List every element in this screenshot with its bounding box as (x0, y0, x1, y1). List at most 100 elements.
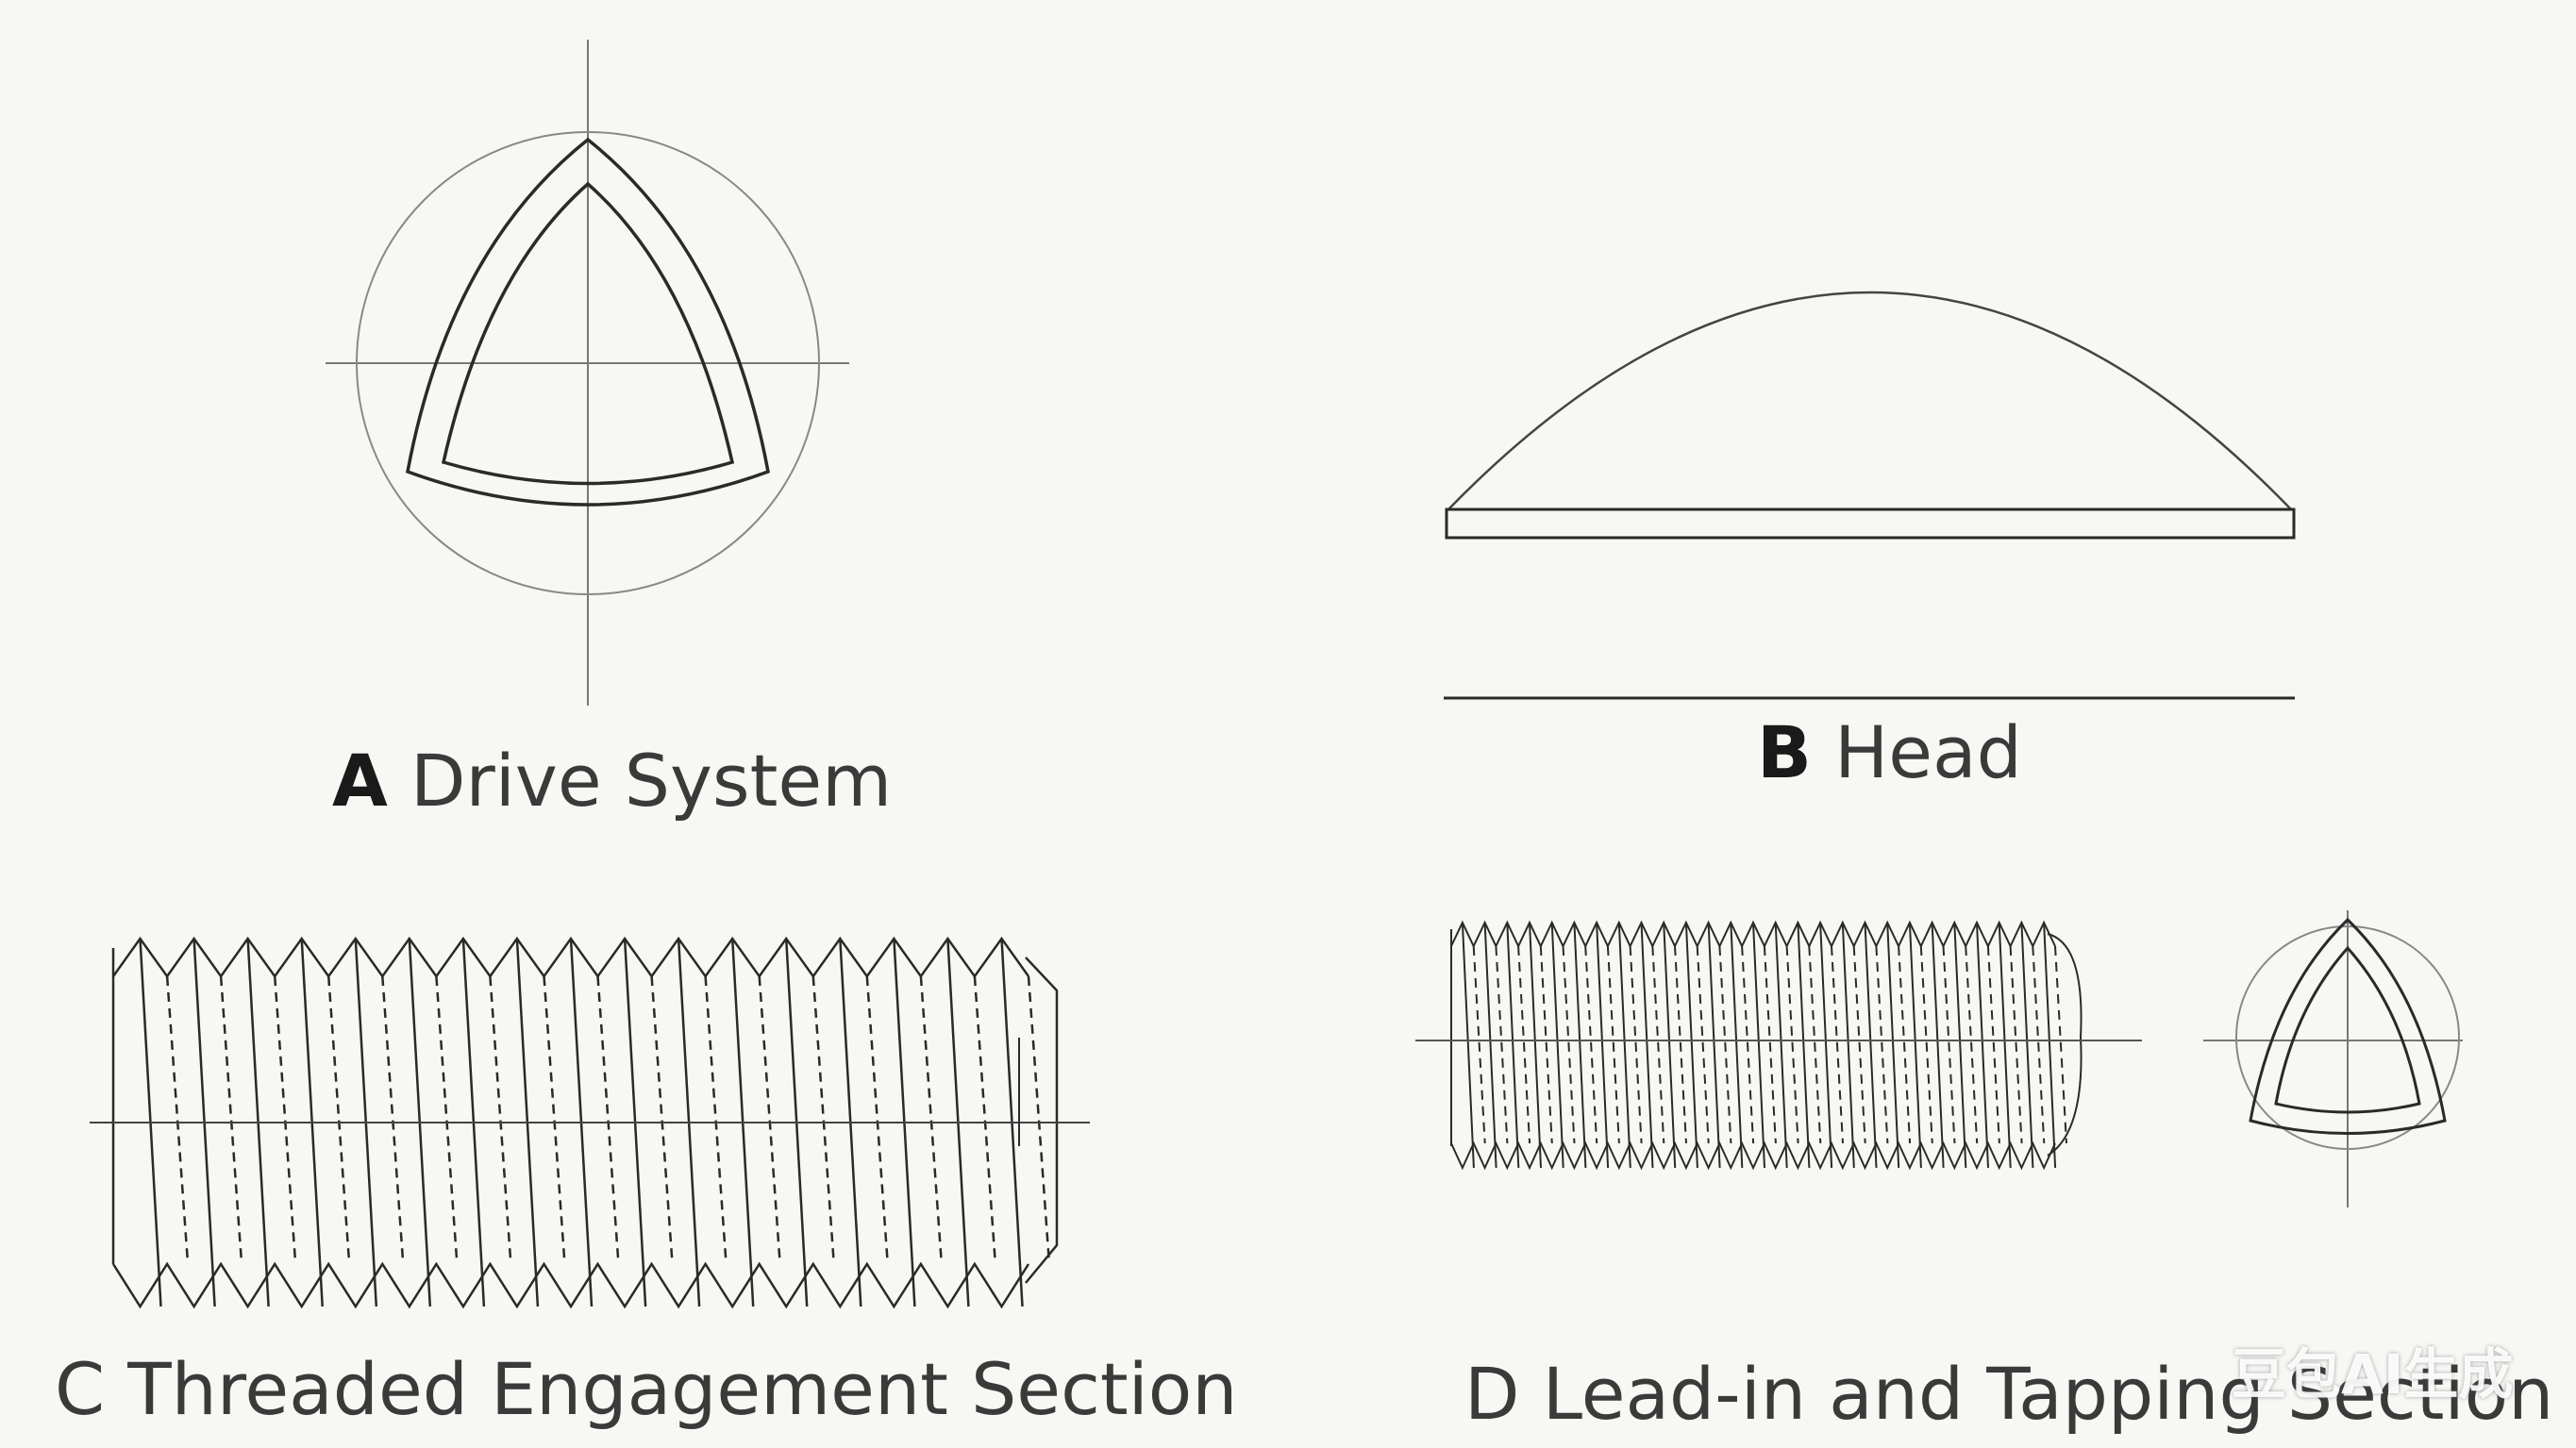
lead-in-crests-bottom (1450, 1140, 2056, 1171)
thread-flank-line (1663, 922, 1677, 1169)
thread-flank-line (1461, 922, 1475, 1169)
thread-root-dashed-line (489, 975, 512, 1265)
thread-flank-line (1841, 922, 1855, 1169)
panel-d-caption: Lead-in and Tapping Section (1542, 1352, 2554, 1436)
thread-root-dashed-line (596, 975, 620, 1265)
thread-root-dashed-line (1785, 945, 1799, 1144)
lead-in-flanks (1461, 922, 2067, 1169)
panel-c-caption: Threaded Engagement Section (127, 1347, 1238, 1431)
thread-flank-line (1684, 922, 1698, 1169)
thread-root-dashed-line (1495, 945, 1509, 1144)
thread-root-dashed-line (1718, 945, 1732, 1144)
thread-flank-line (1573, 922, 1587, 1169)
thread-root-dashed-line (1517, 945, 1531, 1144)
panel-c-label: C Threaded Engagement Section (55, 1354, 1237, 1425)
panel-c-letter: C (55, 1347, 106, 1431)
thread-flank-line (2020, 922, 2034, 1169)
thread-root-dashed-line (1831, 945, 1844, 1144)
drive-system-drawing (326, 40, 849, 706)
thread-root-dashed-line (1741, 945, 1755, 1144)
thread-root-dashed-line (650, 975, 674, 1265)
thread-root-dashed-line (2009, 945, 2023, 1144)
thread-flank-line (1550, 922, 1564, 1169)
thread-root-dashed-line (973, 975, 997, 1265)
thread-root-dashed-line (1629, 945, 1643, 1144)
lead-in-section-drawing (1415, 920, 2142, 1171)
end-view-triangle-outer (2249, 917, 2447, 1135)
thread-flank-line (1931, 922, 1945, 1169)
thread-root-dashed-line (435, 975, 459, 1265)
thread-flank-line (1640, 922, 1654, 1169)
thread-root-dashed-line (1562, 945, 1576, 1144)
thread-root-dashed-line (1763, 945, 1777, 1144)
thread-root-dashed-line (2032, 945, 2046, 1144)
thread-root-dashed-line (1539, 945, 1553, 1144)
thread-root-dashed-line (811, 975, 836, 1265)
thread-flank-line (1596, 922, 1610, 1169)
panel-a-letter: A (332, 739, 388, 823)
panel-b-label: B Head (1757, 717, 2022, 789)
thread-root-dashed-line (1965, 945, 1979, 1144)
thread-flank-line (1797, 922, 1811, 1169)
panel-d-letter: D (1464, 1352, 1520, 1436)
thread-flank-line (1864, 922, 1878, 1169)
thread-root-dashed-line (1808, 945, 1822, 1144)
end-view-triangle-inner (2274, 945, 2421, 1114)
thread-root-dashed-line (1472, 945, 1486, 1144)
thread-root-dashed-line (704, 975, 728, 1265)
thread-flank-line (1707, 922, 1721, 1169)
watermark: 豆包AI生成 (2232, 1342, 2514, 1406)
thread-flank-line (1908, 922, 1922, 1169)
thread-root-dashed-line (865, 975, 890, 1265)
thread-flank-line (1483, 922, 1497, 1169)
panel-b-letter: B (1757, 710, 1812, 794)
thread-root-dashed-line (1919, 945, 1933, 1144)
thread-root-dashed-line (2054, 945, 2067, 1144)
thread-crests-bottom (111, 1261, 1030, 1309)
thread-root-dashed-line (1942, 945, 1956, 1144)
thread-root-dashed-line (758, 975, 781, 1265)
thread-root-dashed-line (1696, 945, 1710, 1144)
thread-root-dashed-line (1875, 945, 1889, 1144)
thread-flank-line (1529, 922, 1542, 1169)
thread-flank-line (1774, 922, 1788, 1169)
thread-flank-line (1976, 922, 1989, 1169)
thread-flank-line (1953, 922, 1967, 1169)
thread-root-dashed-line (1606, 945, 1620, 1144)
drive-triangle-inner (441, 181, 735, 486)
threaded-section-drawing (90, 936, 1090, 1309)
head-flange (1445, 508, 2296, 540)
thread-root-dashed-line (381, 975, 405, 1265)
thread-root-dashed-line (219, 975, 243, 1265)
thread-flank-line (1752, 922, 1765, 1169)
thread-root-dashed-line (326, 975, 351, 1265)
panel-a-caption: Drive System (410, 739, 893, 823)
end-view-circle (2235, 925, 2460, 1150)
head-dome (1447, 291, 2292, 510)
drive-triangle-outer (406, 137, 770, 507)
thread-root-dashed-line (1674, 945, 1687, 1144)
panel-a-label: A Drive System (332, 745, 892, 817)
panel-d-label: D Lead-in and Tapping Section (1464, 1358, 2553, 1430)
thread-root-dashed-line (1651, 945, 1665, 1144)
thread-root-dashed-line (165, 975, 190, 1265)
thread-root-dashed-line (1027, 975, 1051, 1265)
thread-flank-line (1886, 922, 1900, 1169)
outer-circle (356, 131, 820, 595)
thread-flank-line (2043, 922, 2057, 1169)
thread-root-dashed-line (1898, 945, 1912, 1144)
thread-flank-line (1617, 922, 1631, 1169)
thread-flank-line (1506, 922, 1520, 1169)
thread-root-dashed-line (919, 975, 944, 1265)
tapping-end-view (2203, 910, 2463, 1207)
thread-flank-line (1730, 922, 1744, 1169)
thread-root-dashed-line (543, 975, 566, 1265)
head-drawing (1444, 291, 2296, 700)
panel-b-caption: Head (1834, 710, 2022, 794)
thread-root-dashed-line (1852, 945, 1866, 1144)
thread-flank-line (1998, 922, 2012, 1169)
thread-flank-line (1819, 922, 1833, 1169)
chamfered-end (1025, 957, 1059, 1284)
thread-root-dashed-line (273, 975, 297, 1265)
